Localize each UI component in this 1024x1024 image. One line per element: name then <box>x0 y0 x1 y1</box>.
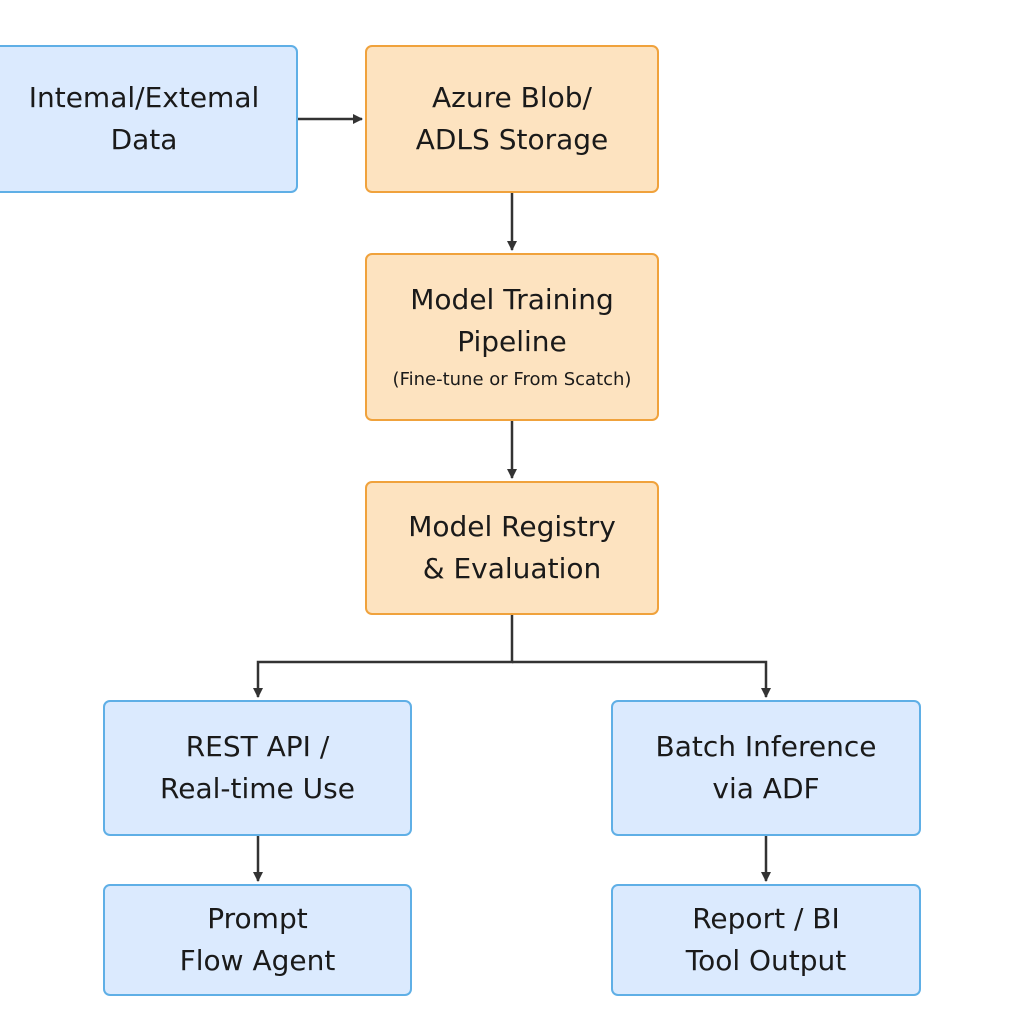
node-report-bi-output: Report / BI Tool Output <box>611 884 921 996</box>
connector-registry-split <box>253 615 514 698</box>
node-label-line-2: Tool Output <box>685 944 847 977</box>
node-label-line-2: ADLS Storage <box>415 123 609 156</box>
node-label-line-1: Model Registry <box>408 510 616 543</box>
node-label-line-2: Real-time Use <box>160 772 355 805</box>
node-label-line-1: Report / BI <box>692 902 840 935</box>
node-label-line-1: Model Training <box>410 283 614 316</box>
node-batch-inference: Batch Inference via ADF <box>611 700 921 836</box>
node-label-line-2: & Evaluation <box>422 552 602 585</box>
node-label-line-2: Flow Agent <box>179 944 336 977</box>
node-label-line-1: Batch Inference <box>655 730 877 763</box>
node-prompt-flow-agent: Prompt Flow Agent <box>103 884 412 996</box>
node-azure-blob-storage: Azure Blob/ ADLS Storage <box>365 45 659 193</box>
node-label-line-2: Pipeline <box>457 325 567 358</box>
node-rest-api: REST API / Real-time Use <box>103 700 412 836</box>
node-note: (Fine-tune or From Scatch) <box>392 369 632 390</box>
node-label-line-1: Prompt <box>207 902 308 935</box>
node-label-line-1: Intemal/Extemal <box>28 81 260 114</box>
connector-registry-to-batch <box>512 660 771 698</box>
node-label-line-1: REST API / <box>185 730 330 763</box>
node-internal-external-data: Intemal/Extemal Data <box>0 45 298 193</box>
node-label-line-1: Azure Blob/ <box>432 81 592 114</box>
node-label-line-2: Data <box>110 123 178 156</box>
node-label-line-2: via ADF <box>712 772 820 805</box>
node-model-training-pipeline: Model Training Pipeline (Fine-tune or Fr… <box>365 253 659 421</box>
node-model-registry-evaluation: Model Registry & Evaluation <box>365 481 659 615</box>
